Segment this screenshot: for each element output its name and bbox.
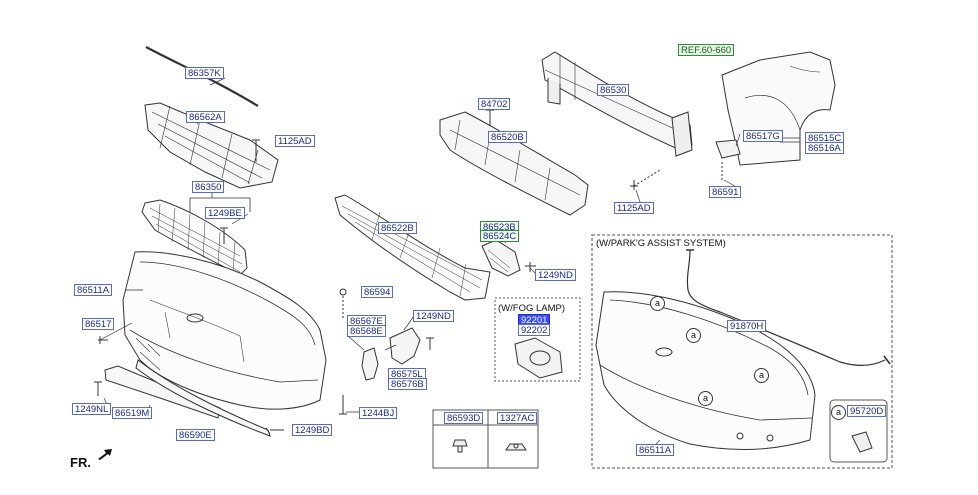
part-label-91870H[interactable]: 91870H xyxy=(727,320,767,332)
part-label-86517G[interactable]: 86517G xyxy=(743,130,783,142)
part-label-1125AD[interactable]: 1125AD xyxy=(275,135,315,147)
part-label-1249NL[interactable]: 1249NL xyxy=(72,403,112,415)
energy-absorber xyxy=(439,111,589,216)
part-label-86590E[interactable]: 86590E xyxy=(176,429,215,441)
wiring-harness xyxy=(686,249,886,366)
part-label-86568E[interactable]: 86568E xyxy=(347,325,386,337)
part-label-86357K[interactable]: 86357K xyxy=(185,67,224,79)
ref-marker-a: a xyxy=(754,368,769,383)
part-label-86520B[interactable]: 86520B xyxy=(488,131,527,143)
part-label-86524C[interactable]: 86524C xyxy=(480,230,520,242)
part-label-86519M[interactable]: 86519M xyxy=(112,407,153,419)
lower-grille xyxy=(334,194,491,301)
part-label-1244BJ[interactable]: 1244BJ xyxy=(359,407,398,419)
part-label-95720D[interactable]: 95720D xyxy=(847,405,887,417)
bumper-beam xyxy=(541,51,693,151)
part-label-86516A[interactable]: 86516A xyxy=(805,142,844,154)
part-label-1249BD[interactable]: 1249BD xyxy=(292,424,333,436)
part-label-86511A-2[interactable]: 86511A xyxy=(636,444,675,456)
part-label-86593D[interactable]: 86593D xyxy=(444,412,484,424)
part-label-86594[interactable]: 86594 xyxy=(361,286,394,298)
part-label-86517[interactable]: 86517 xyxy=(82,318,115,330)
park-assist-note: (W/PARK'G ASSIST SYSTEM) xyxy=(596,238,726,249)
front-bumper-main xyxy=(122,251,327,410)
ref-marker-a: a xyxy=(650,296,665,311)
front-arrow-icon xyxy=(98,449,112,460)
part-label-86576B[interactable]: 86576B xyxy=(388,378,427,390)
part-label-86515C[interactable]: 86515C xyxy=(805,132,845,144)
part-label-86522B[interactable]: 86522B xyxy=(378,222,417,234)
front-direction-label: FR. xyxy=(70,455,91,470)
part-label-1249ND[interactable]: 1249ND xyxy=(413,310,454,322)
part-label-1327AC[interactable]: 1327AC xyxy=(497,412,538,424)
ref-marker-a: a xyxy=(831,405,846,420)
part-label-86530[interactable]: 86530 xyxy=(597,84,630,96)
part-label-1249ND-2[interactable]: 1249ND xyxy=(535,269,576,281)
part-label-92202[interactable]: 92202 xyxy=(518,324,551,336)
ref-marker-a: a xyxy=(686,328,701,343)
radiator-grille xyxy=(141,199,248,276)
ref-label-60-660[interactable]: REF.60-660 xyxy=(678,44,735,56)
part-label-86350[interactable]: 86350 xyxy=(192,181,225,193)
part-label-86562A[interactable]: 86562A xyxy=(186,111,225,123)
ref-marker-a: a xyxy=(698,391,713,406)
part-label-1125AD-2[interactable]: 1125AD xyxy=(614,202,654,214)
part-label-1249BE[interactable]: 1249BE xyxy=(205,207,245,219)
part-label-86511A[interactable]: 86511A xyxy=(74,284,113,296)
part-label-84702[interactable]: 84702 xyxy=(478,98,511,110)
front-bumper-pas xyxy=(595,291,816,451)
fog-lamp-note: (W/FOG LAMP) xyxy=(498,303,566,314)
part-label-86591[interactable]: 86591 xyxy=(709,186,742,198)
